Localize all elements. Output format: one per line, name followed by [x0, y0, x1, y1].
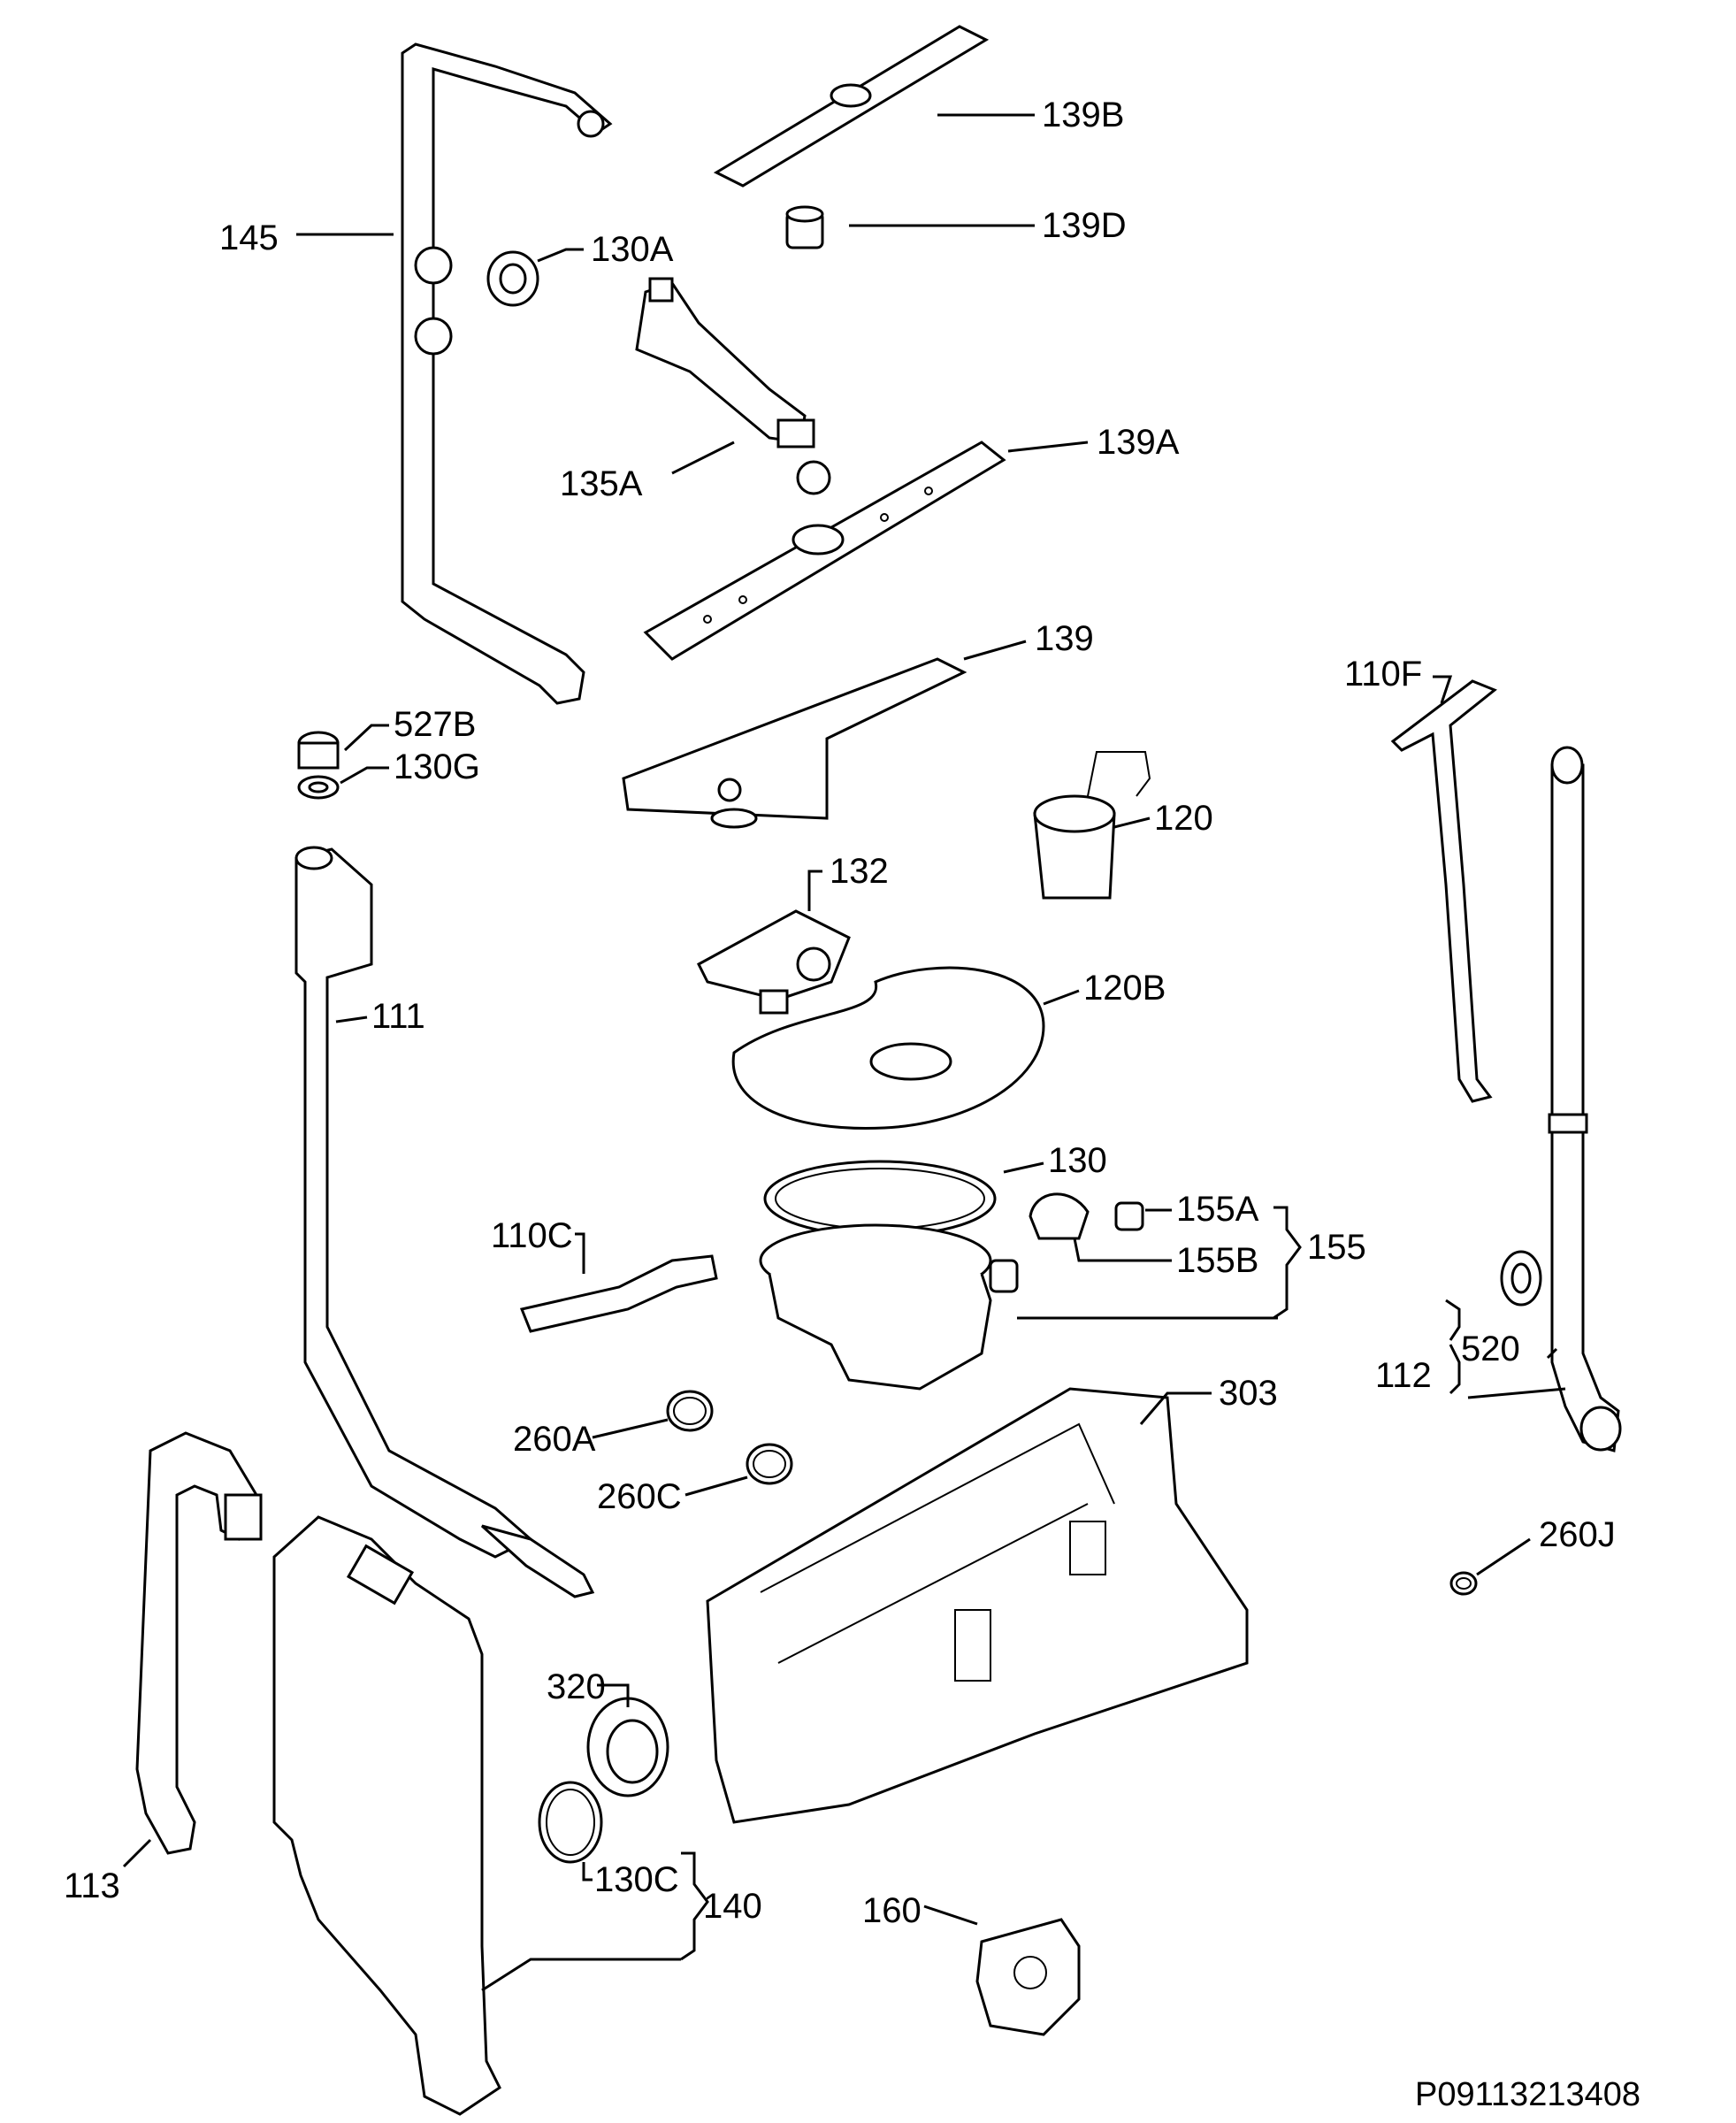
- label-112: 112: [1375, 1356, 1432, 1395]
- label-260A: 260A: [513, 1420, 596, 1459]
- label-140: 140: [703, 1887, 762, 1926]
- label-130C: 130C: [594, 1860, 679, 1899]
- label-110F: 110F: [1344, 655, 1422, 694]
- part-139A-middle-spray-arm: [643, 441, 1006, 661]
- label-111: 111: [371, 997, 425, 1036]
- label-120B: 120B: [1083, 969, 1166, 1008]
- label-139D: 139D: [1042, 206, 1127, 245]
- part-145-supply-pipe: [401, 42, 613, 705]
- part-132-sensor: [697, 909, 851, 1015]
- part-155A-connector: [1114, 1201, 1144, 1231]
- label-139A: 139A: [1097, 423, 1180, 462]
- part-139D-nut: [785, 205, 824, 249]
- label-527B: 527B: [394, 705, 476, 744]
- label-139: 139: [1035, 619, 1094, 658]
- part-520-clip: [1500, 1250, 1542, 1307]
- label-320: 320: [547, 1667, 606, 1706]
- label-139B: 139B: [1042, 96, 1124, 134]
- part-140-tank: [272, 1515, 501, 2116]
- label-135A: 135A: [560, 464, 643, 503]
- leader-lines: [122, 113, 1566, 1992]
- part-139-lower-spray-arm: [622, 657, 967, 829]
- part-labels: 145 130A 139B 139D 135A 139A 139 110F 52…: [64, 96, 1616, 1930]
- label-303: 303: [1219, 1374, 1278, 1413]
- label-520: 520: [1461, 1330, 1520, 1368]
- drawing-code: P09113213408: [1415, 2076, 1640, 2113]
- label-130: 130: [1048, 1141, 1107, 1180]
- part-120B-microfilter: [731, 966, 1045, 1130]
- label-120: 120: [1154, 799, 1213, 838]
- label-160: 160: [862, 1891, 922, 1930]
- part-110C-hose: [519, 1254, 718, 1333]
- part-112-drain-hose: [1548, 746, 1622, 1452]
- label-155: 155: [1307, 1228, 1366, 1267]
- label-130A: 130A: [591, 230, 674, 269]
- label-260C: 260C: [597, 1477, 682, 1516]
- part-320-seal: [586, 1697, 669, 1797]
- part-113-pipe: [135, 1431, 263, 1855]
- part-130G-washer: [297, 775, 340, 800]
- part-527B-fitting: [297, 731, 340, 770]
- label-260J: 260J: [1539, 1515, 1616, 1554]
- label-145: 145: [219, 218, 279, 257]
- label-113: 113: [64, 1866, 120, 1905]
- part-303-base: [706, 1387, 1249, 1824]
- part-120-filter: [1033, 751, 1151, 900]
- part-130A-seal: [486, 250, 539, 307]
- label-132: 132: [830, 852, 889, 891]
- part-160-pump: [975, 1918, 1081, 2036]
- part-155B-cap: [1029, 1192, 1090, 1240]
- part-135A-arm-support: [635, 277, 831, 495]
- part-260J-clamp: [1449, 1571, 1478, 1596]
- part-260A-clamp: [666, 1390, 714, 1432]
- part-sump: [759, 1223, 1019, 1391]
- part-111-hose: [294, 846, 595, 1598]
- part-130C-ring: [538, 1781, 603, 1864]
- label-155A: 155A: [1176, 1190, 1259, 1229]
- label-155B: 155B: [1176, 1241, 1258, 1280]
- label-130G: 130G: [394, 747, 480, 786]
- part-139B-upper-spray-arm: [713, 25, 990, 188]
- part-110F-hose: [1390, 679, 1497, 1103]
- label-110C: 110C: [491, 1216, 573, 1255]
- part-260C-clamp: [746, 1443, 793, 1485]
